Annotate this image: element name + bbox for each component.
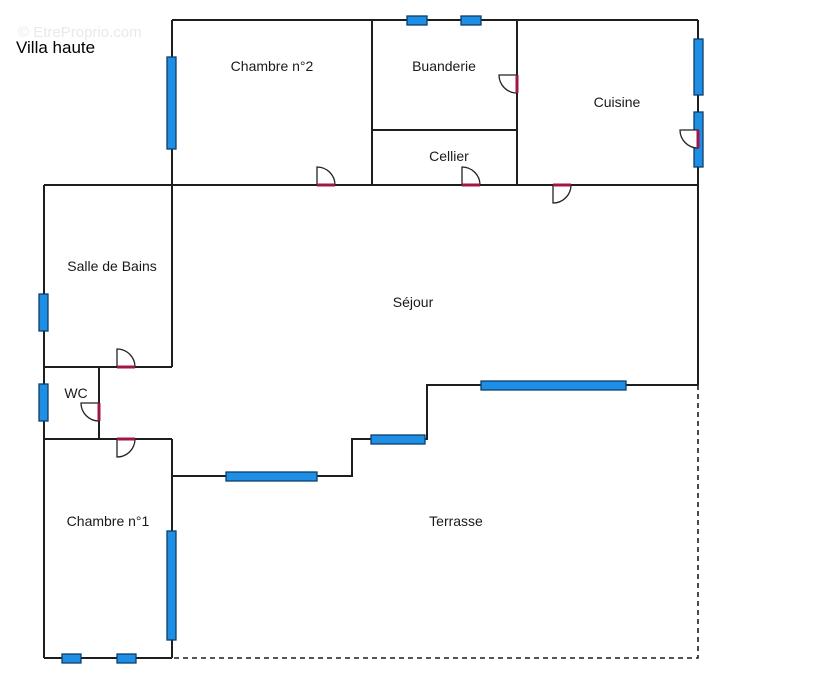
window-chambre2 (166, 56, 177, 150)
terrasse-boundary (172, 385, 699, 659)
door-buanderie (498, 74, 519, 94)
door-salle-de-bains (116, 348, 136, 369)
window-sejour-step (370, 434, 426, 445)
label-cuisine: Cuisine (594, 94, 641, 110)
window-sejour-bay (480, 380, 627, 391)
window-buanderie-2 (460, 15, 482, 26)
wall-facade-stepped (172, 384, 698, 477)
window-cuisine-1 (693, 38, 704, 96)
doors (80, 74, 700, 458)
door-cuisine-cellier (679, 129, 700, 149)
door-cellier (461, 166, 481, 187)
label-terrasse: Terrasse (429, 513, 483, 529)
window-wc (38, 383, 49, 422)
walls (43, 19, 699, 659)
window-chambre1-east (166, 530, 177, 641)
door-wc (80, 402, 101, 422)
window-salle-de-bains (38, 293, 49, 332)
label-chambre1: Chambre n°1 (67, 513, 150, 529)
window-sejour-south (225, 471, 318, 482)
label-sejour: Séjour (393, 294, 434, 310)
window-buanderie-1 (406, 15, 428, 26)
label-chambre2: Chambre n°2 (231, 58, 314, 74)
label-buanderie: Buanderie (412, 58, 476, 74)
door-cuisine (552, 183, 572, 204)
window-chambre1-south-2 (116, 653, 137, 664)
room-labels: Chambre n°2 Buanderie Cuisine Cellier Sa… (64, 58, 640, 529)
window-chambre1-south-1 (61, 653, 82, 664)
label-salle-de-bains: Salle de Bains (67, 258, 157, 274)
plan-title: Villa haute (16, 38, 96, 57)
door-chambre1 (116, 437, 136, 458)
label-wc: WC (64, 385, 87, 401)
label-cellier: Cellier (429, 148, 469, 164)
door-chambre2 (316, 166, 336, 187)
watermark-text: © EtreProprio.com (18, 24, 142, 41)
